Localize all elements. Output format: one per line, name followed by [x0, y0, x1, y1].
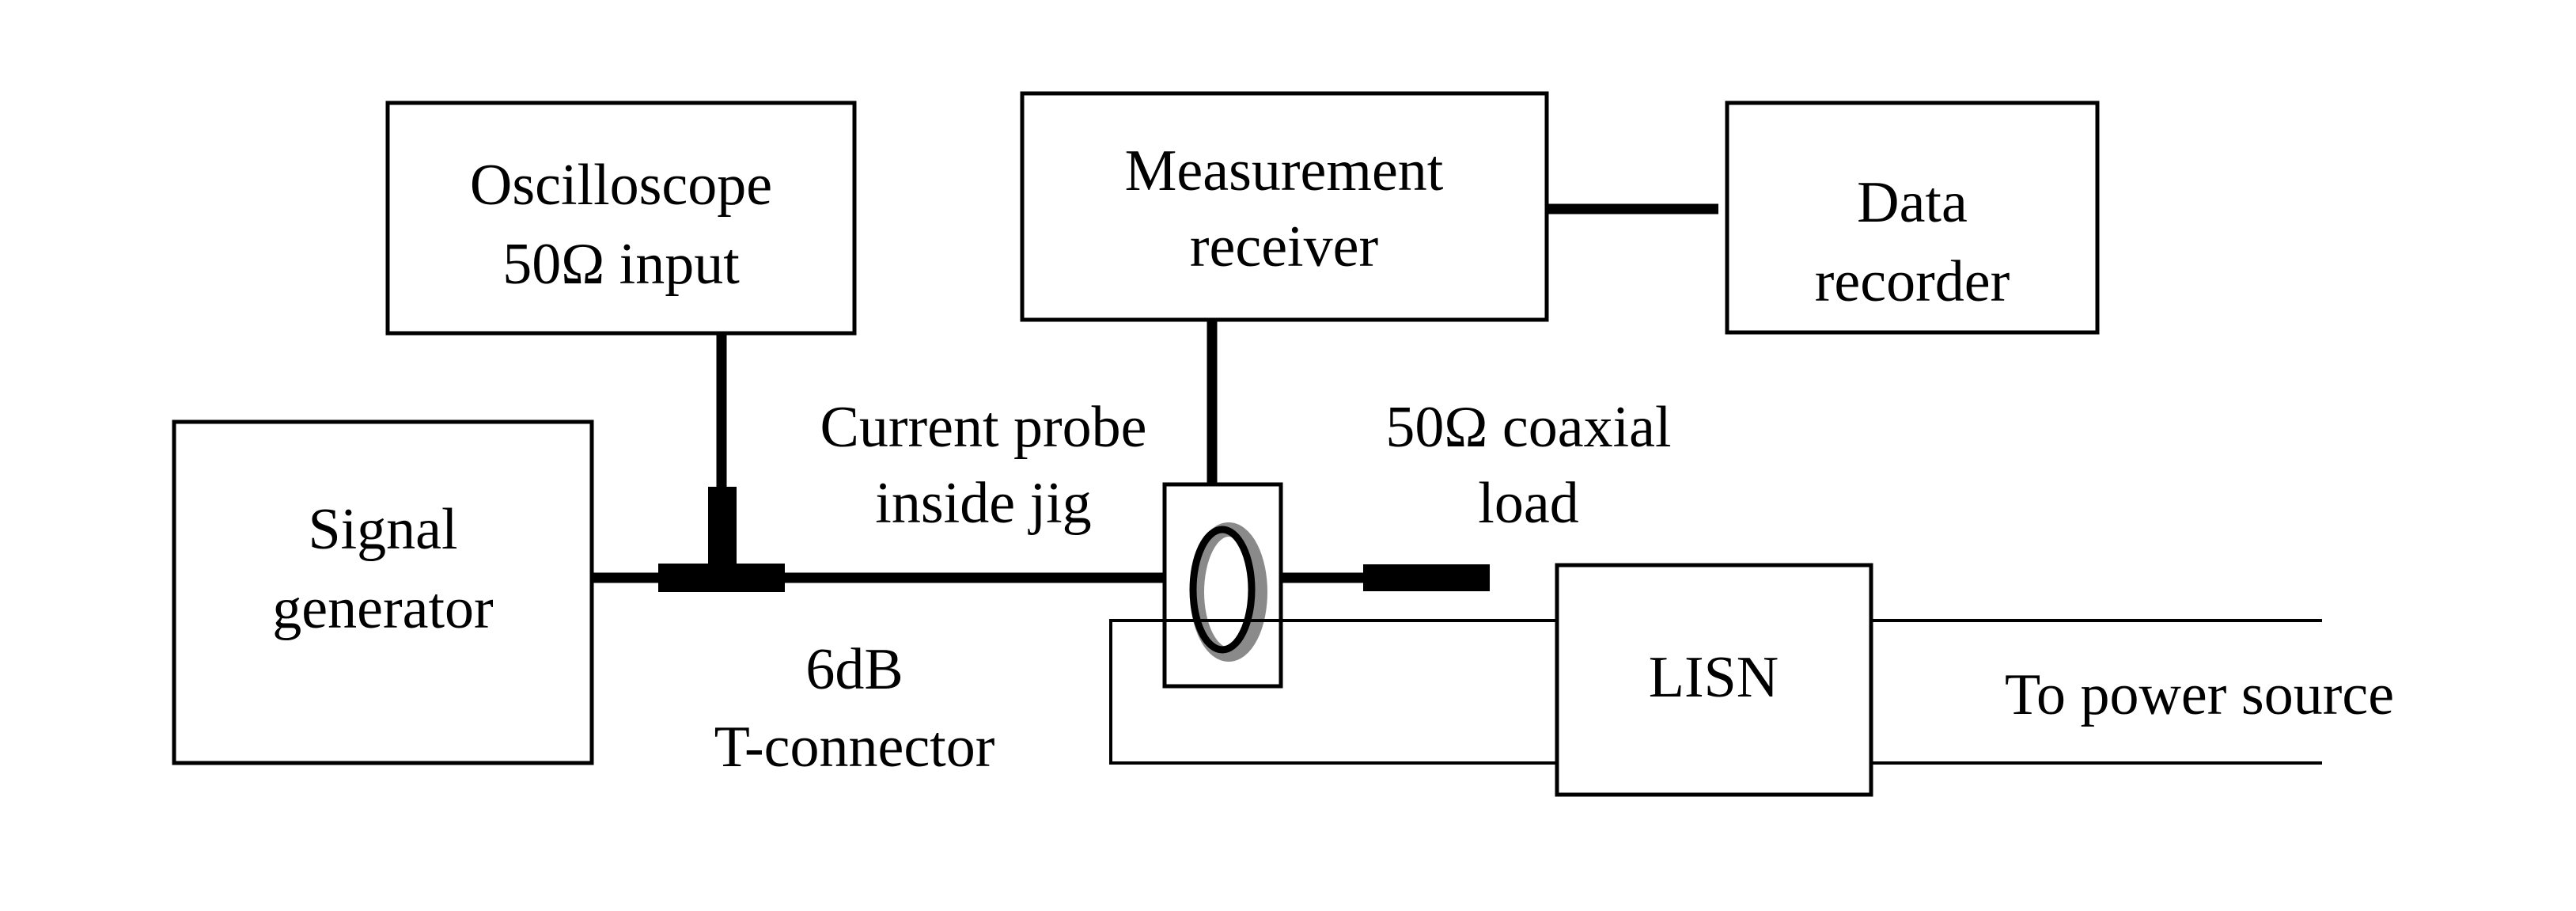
oscilloscope-label-line2: 50Ω input — [502, 232, 740, 297]
current-probe-label: Current probe inside jig — [820, 395, 1146, 536]
t-connector — [658, 487, 785, 592]
data-recorder-block: Data recorder — [1725, 101, 2100, 335]
coaxial-load-label: 50Ω coaxial load — [1385, 395, 1671, 536]
data-recorder-box — [1725, 101, 2100, 335]
current-probe-label-line2: inside jig — [875, 471, 1091, 536]
probe-ring — [1189, 526, 1256, 654]
measurement-receiver-block: Measurement receiver — [1020, 91, 1549, 322]
coaxial-load-label-line1: 50Ω coaxial — [1385, 395, 1671, 460]
power-source-label: To power source — [2005, 662, 2394, 727]
power-lines — [1109, 619, 2322, 765]
lisn-label: LISN — [1649, 645, 1779, 710]
current-probe-jig — [1162, 482, 1283, 689]
signal-generator-label-line1: Signal — [308, 497, 457, 562]
t-connector-vertical-body — [708, 487, 737, 582]
t-connector-label-line1: 6dB — [805, 637, 903, 702]
signal-generator-block: Signal generator — [172, 419, 594, 765]
measurement-receiver-label-line2: receiver — [1190, 214, 1378, 279]
data-recorder-label-line2: recorder — [1815, 249, 2010, 314]
oscilloscope-box — [385, 101, 857, 336]
coaxial-load — [1363, 564, 1490, 591]
lisn-block: LISN — [1555, 563, 1873, 797]
coaxial-load-label-line2: load — [1478, 471, 1578, 536]
oscilloscope-block: Oscilloscope 50Ω input — [385, 101, 857, 336]
t-connector-label-line2: T-connector — [714, 715, 995, 780]
power-line-loop — [1109, 619, 1557, 765]
lisn-box — [1555, 563, 1873, 797]
measurement-receiver-box — [1020, 91, 1549, 322]
t-connector-label: 6dB T-connector — [714, 637, 995, 780]
oscilloscope-label-line1: Oscilloscope — [470, 153, 772, 218]
signal-generator-label-line2: generator — [272, 576, 493, 641]
measurement-receiver-label-line1: Measurement — [1125, 139, 1444, 203]
current-probe-label-line1: Current probe — [820, 395, 1146, 460]
data-recorder-label-line1: Data — [1857, 170, 1968, 235]
signal-generator-box — [172, 419, 594, 765]
